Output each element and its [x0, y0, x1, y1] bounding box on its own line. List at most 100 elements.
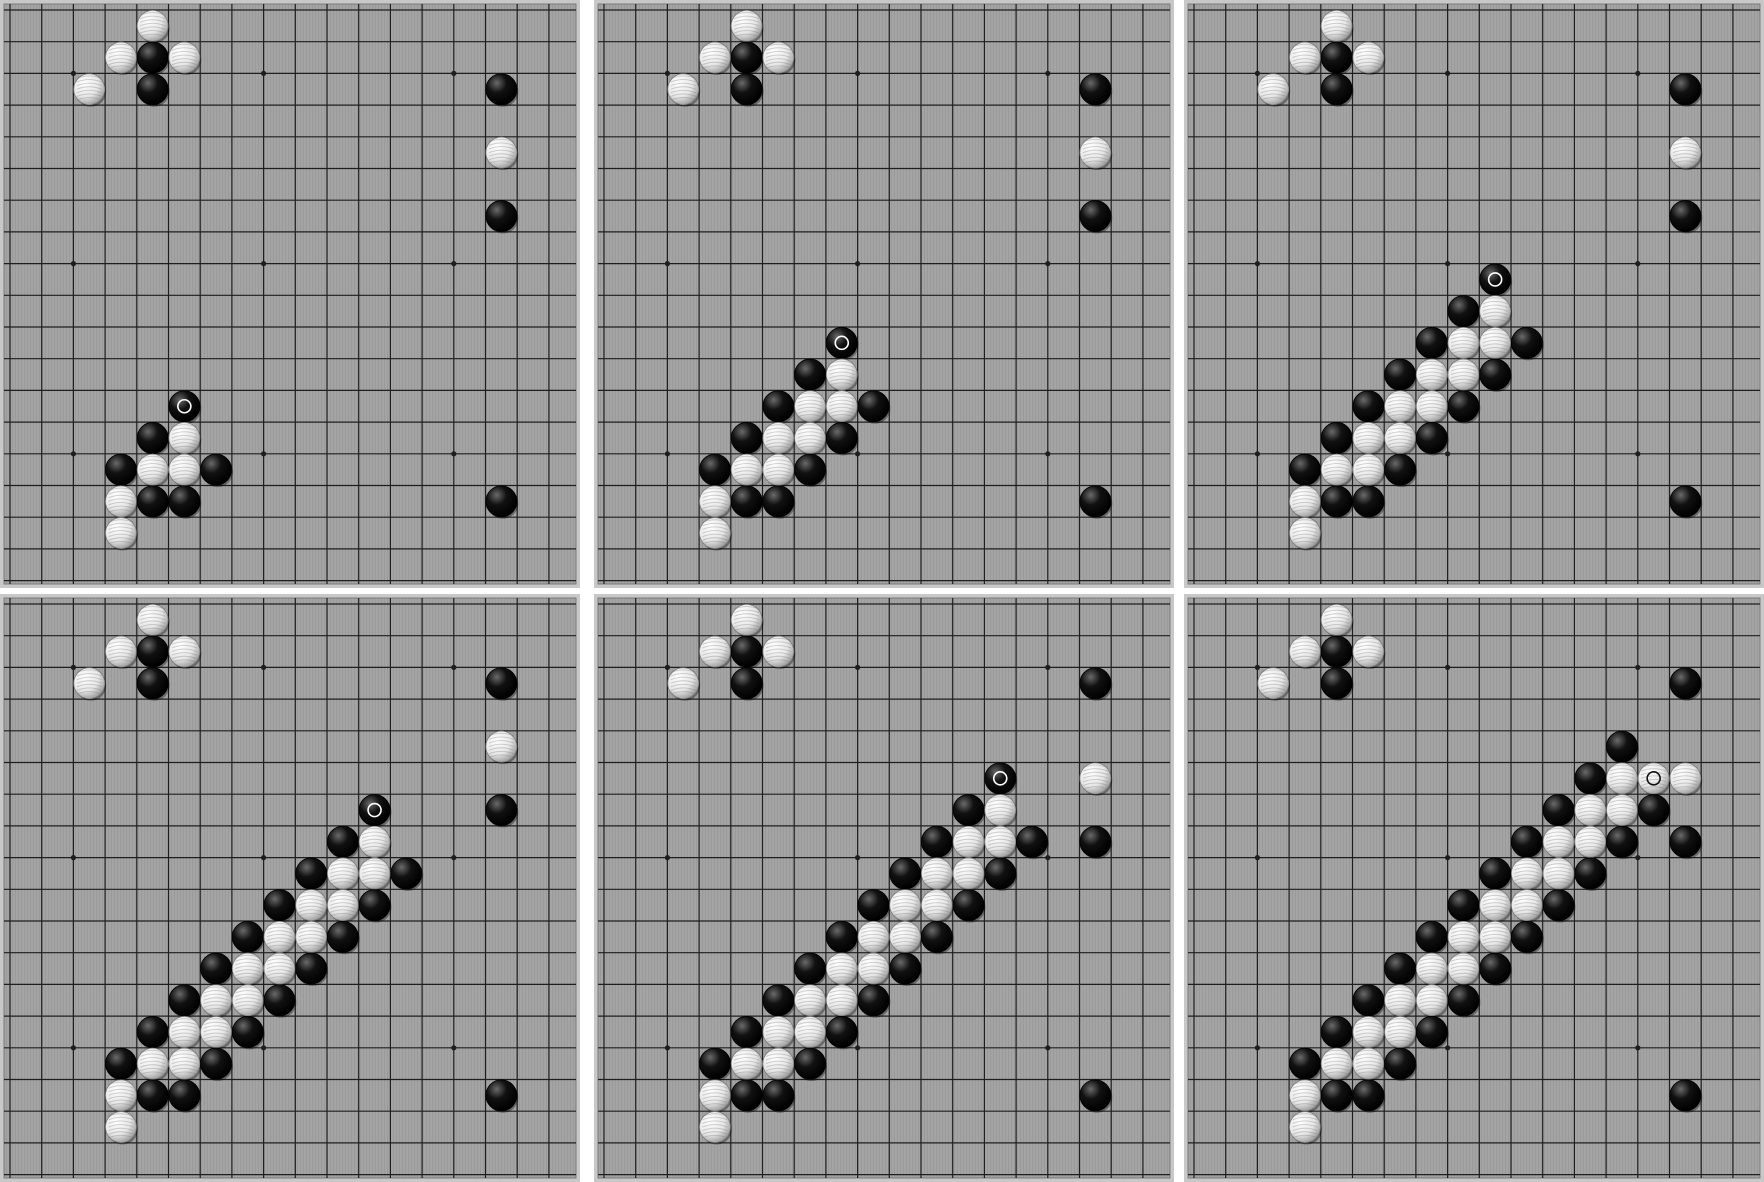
star-point: [1635, 1045, 1640, 1050]
stone-body: [232, 1016, 263, 1047]
star-point: [261, 855, 266, 860]
stone-body: [1448, 890, 1479, 921]
stone-body: [1575, 826, 1606, 857]
stone-body: [1289, 518, 1320, 549]
stone-body: [1543, 795, 1574, 826]
stone-body: [1321, 1048, 1352, 1079]
star-point: [855, 261, 860, 266]
stone-body: [1480, 359, 1511, 390]
stone-body: [296, 858, 327, 889]
stone-body: [1606, 731, 1637, 762]
stone-body: [327, 858, 358, 889]
stone-body: [1353, 486, 1384, 517]
stone-body: [296, 953, 327, 984]
stone-body: [890, 858, 921, 889]
stone-body: [1575, 795, 1606, 826]
stone-body: [1353, 422, 1384, 453]
stone-body: [1080, 486, 1111, 517]
stone-body: [1385, 1016, 1416, 1047]
star-point: [1635, 665, 1640, 670]
stone-body: [1606, 763, 1637, 794]
star-point: [1255, 451, 1260, 456]
stone-body: [1289, 486, 1320, 517]
stone-body: [953, 890, 984, 921]
stone-body: [1416, 1016, 1447, 1047]
stone-body: [1606, 826, 1637, 857]
stone-body: [985, 763, 1016, 794]
stone-body: [731, 486, 762, 517]
stone-body: [1385, 1048, 1416, 1079]
stone-body: [1321, 422, 1352, 453]
star-point: [665, 855, 670, 860]
stone-body: [486, 731, 517, 762]
stone-body: [699, 1112, 730, 1143]
star-point: [1445, 855, 1450, 860]
stone-body: [105, 486, 136, 517]
star-point: [665, 71, 670, 76]
stone-body: [1511, 890, 1542, 921]
stone-body: [731, 1080, 762, 1111]
stone-body: [137, 636, 168, 667]
star-point: [1255, 71, 1260, 76]
stone-body: [1480, 264, 1511, 295]
stone-body: [1448, 391, 1479, 422]
star-point: [261, 261, 266, 266]
stone-body: [1670, 201, 1701, 232]
stone-body: [921, 921, 952, 952]
stone-body: [1353, 454, 1384, 485]
stone-body: [169, 1048, 200, 1079]
stone-body: [137, 422, 168, 453]
stone-body: [1321, 74, 1352, 105]
stone-body: [763, 985, 794, 1016]
star-point: [1045, 71, 1050, 76]
stone-body: [795, 454, 826, 485]
stone-body: [699, 454, 730, 485]
star-point: [1445, 1045, 1450, 1050]
stone-body: [486, 1080, 517, 1111]
stone-body: [1080, 763, 1111, 794]
stone-body: [921, 890, 952, 921]
stone-body: [1480, 890, 1511, 921]
stone-body: [359, 858, 390, 889]
star-point: [451, 451, 456, 456]
stone-body: [1480, 921, 1511, 952]
stone-body: [731, 1048, 762, 1079]
stone-body: [1289, 636, 1320, 667]
stone-body: [1321, 668, 1352, 699]
stone-body: [1543, 890, 1574, 921]
stone-body: [1416, 921, 1447, 952]
stone-body: [105, 1080, 136, 1111]
stone-body: [890, 953, 921, 984]
star-point: [1445, 451, 1450, 456]
stone-body: [731, 604, 762, 635]
stone-body: [486, 74, 517, 105]
star-point: [451, 665, 456, 670]
star-point: [1445, 71, 1450, 76]
stone-body: [1543, 858, 1574, 889]
star-point: [855, 1045, 860, 1050]
stone-body: [1416, 953, 1447, 984]
stone-body: [795, 422, 826, 453]
stone-body: [1289, 1080, 1320, 1111]
stone-body: [169, 636, 200, 667]
stone-body: [1448, 953, 1479, 984]
stone-body: [699, 518, 730, 549]
star-point: [71, 1045, 76, 1050]
stone-body: [296, 890, 327, 921]
stone-body: [201, 953, 232, 984]
stone-body: [953, 858, 984, 889]
stone-body: [1448, 359, 1479, 390]
stone-body: [169, 454, 200, 485]
stone-body: [795, 359, 826, 390]
stone-body: [763, 454, 794, 485]
stone-body: [327, 921, 358, 952]
stone-body: [731, 10, 762, 41]
stone-body: [105, 42, 136, 73]
stone-body: [921, 826, 952, 857]
star-point: [451, 71, 456, 76]
stone-body: [731, 636, 762, 667]
stone-body: [699, 1080, 730, 1111]
stone-body: [1321, 42, 1352, 73]
star-point: [71, 451, 76, 456]
stone-body: [1080, 1080, 1111, 1111]
